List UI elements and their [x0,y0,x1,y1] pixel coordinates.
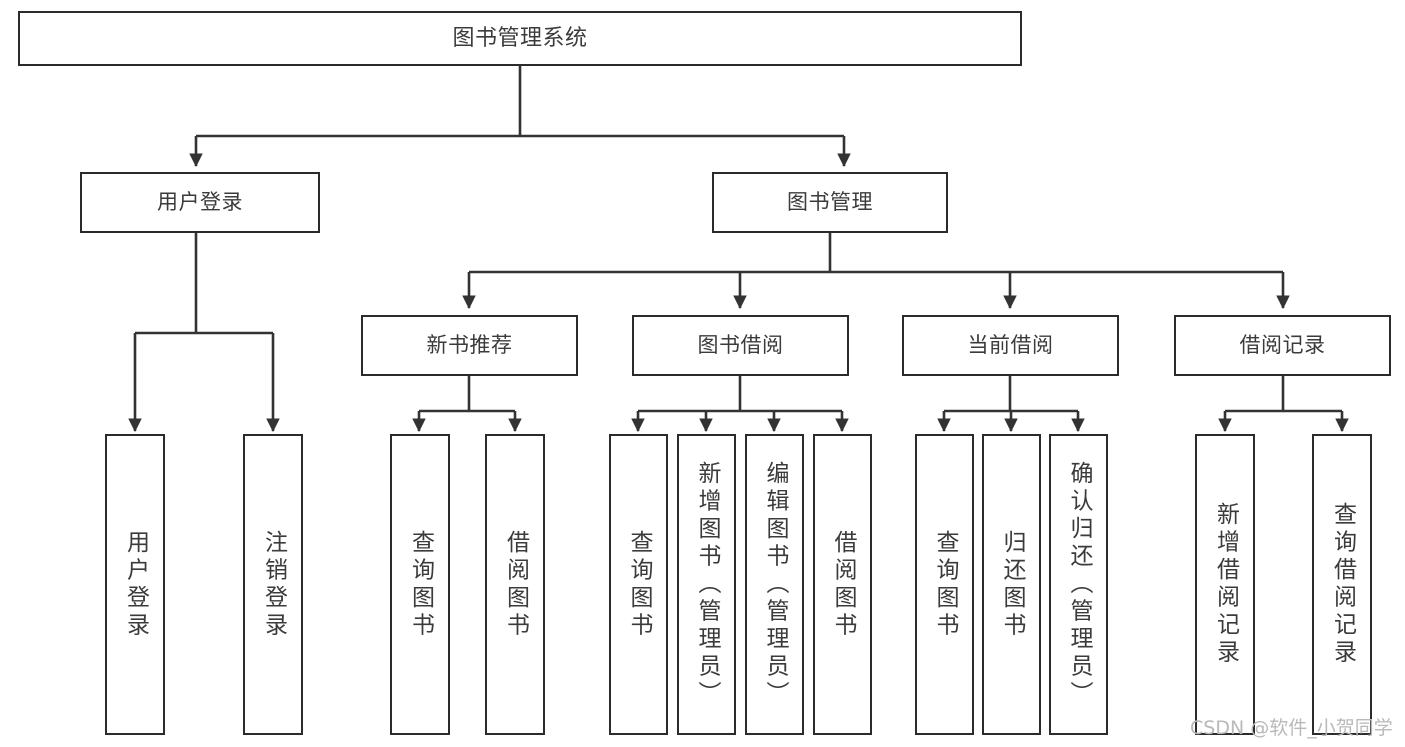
node-leaf-confirm-return[interactable]: 确认归还（管理员） [1049,434,1108,735]
node-label: 查询图书 [932,529,958,640]
node-leaf-edit-book[interactable]: 编辑图书（管理员） [745,434,804,735]
node-leaf-query-borrow-record[interactable]: 查询借阅记录 [1312,434,1372,735]
node-label: 查询图书 [407,529,434,640]
node-label: 借阅图书 [830,529,856,640]
node-book-borrow[interactable]: 图书借阅 [632,315,849,376]
node-label: 用户登录 [122,529,149,640]
node-leaf-query-book-1[interactable]: 查询图书 [390,434,450,735]
node-label: 新书推荐 [426,332,513,357]
node-root-book-management-system[interactable]: 图书管理系统 [18,11,1022,66]
node-leaf-add-book[interactable]: 新增图书（管理员） [677,434,736,735]
node-user-login[interactable]: 用户登录 [80,172,320,233]
node-label: 图书管理 [787,189,873,214]
node-label: 查询借阅记录 [1329,502,1356,667]
node-label: 借阅图书 [502,529,529,640]
node-book-management[interactable]: 图书管理 [712,172,948,233]
node-label: 新增图书（管理员） [694,460,720,709]
node-label: 借阅记录 [1239,332,1326,357]
node-label: 用户登录 [157,189,243,214]
node-label: 图书管理系统 [452,25,588,51]
node-label: 当前借阅 [967,332,1054,357]
node-leaf-user-login[interactable]: 用户登录 [105,434,165,735]
node-leaf-logout-login[interactable]: 注销登录 [243,434,303,735]
node-new-book-recommend[interactable]: 新书推荐 [361,315,578,376]
node-leaf-borrow-book-1[interactable]: 借阅图书 [485,434,545,735]
node-label: 归还图书 [999,529,1025,640]
node-label: 新增借阅记录 [1212,502,1239,667]
watermark-text: CSDN @软件_小贺同学 [1190,717,1393,739]
node-label: 注销登录 [260,529,287,640]
node-leaf-add-borrow-record[interactable]: 新增借阅记录 [1195,434,1255,735]
node-label: 图书借阅 [697,332,784,357]
node-leaf-query-book-3[interactable]: 查询图书 [915,434,974,735]
node-leaf-return-book[interactable]: 归还图书 [982,434,1041,735]
node-label: 编辑图书（管理员） [762,460,788,709]
node-current-borrow[interactable]: 当前借阅 [902,315,1119,376]
node-leaf-borrow-book-2[interactable]: 借阅图书 [813,434,872,735]
node-leaf-query-book-2[interactable]: 查询图书 [609,434,668,735]
node-borrow-record[interactable]: 借阅记录 [1174,315,1391,376]
node-label: 确认归还（管理员） [1066,460,1092,709]
node-label: 查询图书 [626,529,652,640]
